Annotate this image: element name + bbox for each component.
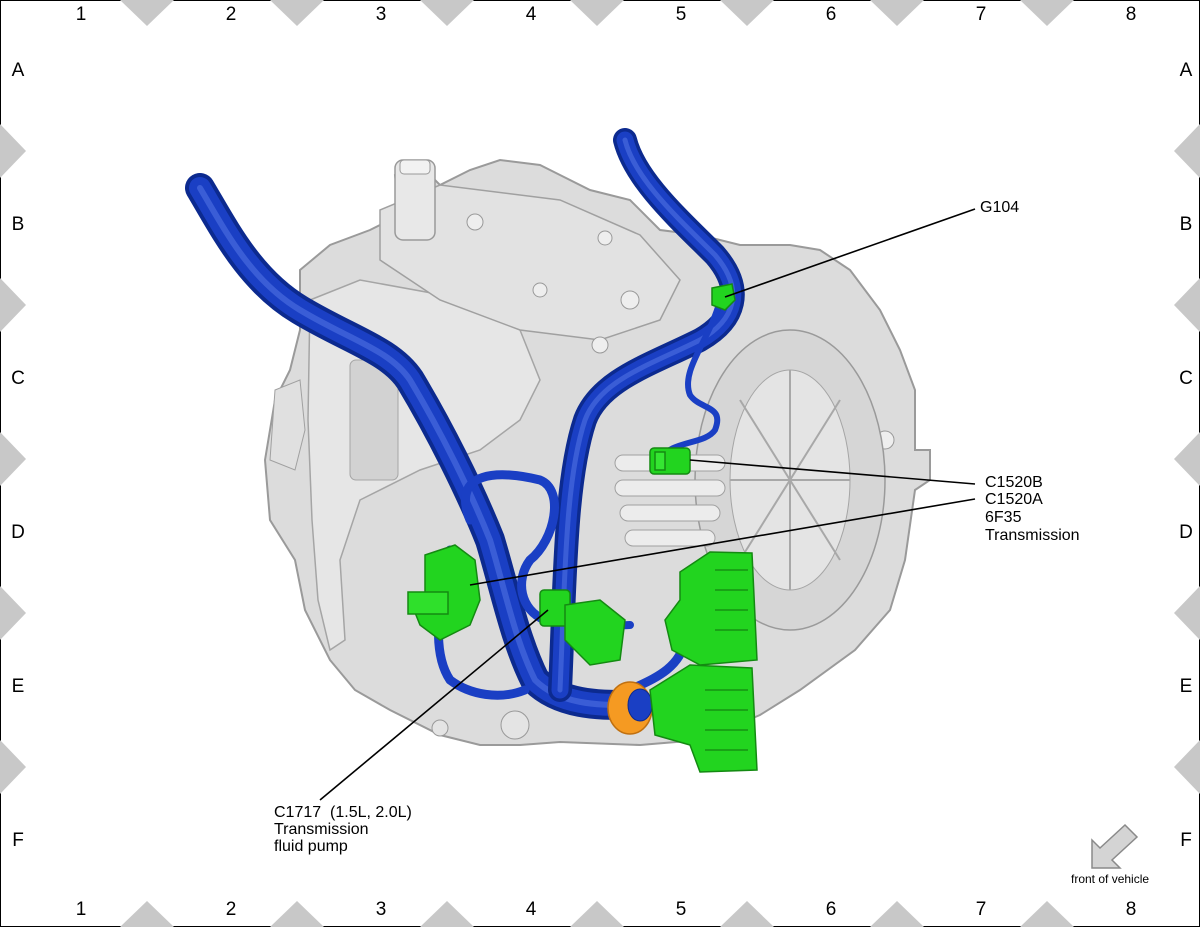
callout-c1717-desc-2: fluid pump: [274, 838, 348, 855]
grid-column-label: 2: [225, 4, 237, 25]
grid-column-label: 4: [525, 4, 537, 25]
callout-c1520a: C1520A: [985, 491, 1043, 508]
grid-row-label: B: [11, 214, 25, 235]
grid-column-label: 8: [1125, 4, 1137, 25]
grid-column-label: 1: [75, 899, 87, 920]
grid-row-label: F: [12, 830, 24, 851]
grid-column-label: 2: [225, 899, 237, 920]
callout-transmission: Transmission: [985, 527, 1080, 544]
grid-column-label: 7: [975, 4, 987, 25]
grid-column-label: 5: [675, 4, 687, 25]
grid-column-label: 3: [375, 899, 387, 920]
grid-row-label: A: [1179, 60, 1193, 81]
front-of-vehicle-label: front of vehicle: [1071, 872, 1150, 886]
grid-column-label: 3: [375, 4, 387, 25]
grid-row-label: F: [1180, 830, 1192, 851]
grid-column-label: 7: [975, 899, 987, 920]
connectors: [407, 283, 758, 773]
arrow-down-left-icon: [1091, 823, 1139, 869]
grid-row-label: D: [11, 522, 25, 543]
grid-column-label: 1: [75, 4, 87, 25]
grid-row-label: B: [1179, 214, 1193, 235]
grid-row-label: C: [1179, 368, 1193, 389]
grid-row-label: A: [11, 60, 25, 81]
grid-row-label: C: [11, 368, 25, 389]
grid-column-label: 6: [825, 4, 837, 25]
callout-c1520b: C1520B: [985, 474, 1043, 491]
grommet: [607, 681, 653, 735]
grid-row-label: D: [1179, 522, 1193, 543]
callout-g104: G104: [980, 199, 1020, 216]
grid-column-label: 8: [1125, 899, 1137, 920]
callout-c1717-desc-1: Transmission: [274, 821, 369, 838]
grid-row-label: E: [11, 676, 25, 697]
callout-transmission-model: 6F35: [985, 509, 1022, 526]
leader-lines: [319, 208, 976, 801]
wiring-harness: [185, 128, 745, 720]
callout-c1717: C1717 (1.5L, 2.0L): [274, 804, 412, 821]
grid-column-label: 6: [825, 899, 837, 920]
grid-row-label: E: [1179, 676, 1193, 697]
grid-column-label: 4: [525, 899, 537, 920]
grid-column-label: 5: [675, 899, 687, 920]
